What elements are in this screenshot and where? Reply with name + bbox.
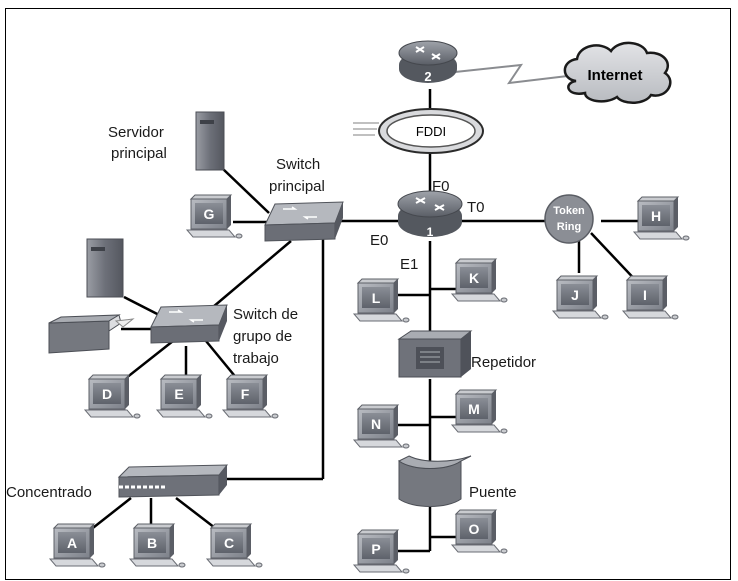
pc-n-icon: N	[352, 404, 410, 449]
network-diagram: Internet 2 FDDI 1 F0 T0 E0 E1 Token Ring…	[6, 40, 690, 574]
iface-e1-label: E1	[400, 256, 418, 273]
pc-f-icon: F	[221, 374, 279, 419]
pc-e-label: E	[174, 386, 183, 402]
pc-n-label: N	[371, 416, 381, 432]
pc-o-label: O	[469, 521, 480, 537]
main-server-icon	[195, 111, 225, 171]
pc-f-label: F	[241, 386, 250, 402]
iface-f0-label: F0	[432, 178, 450, 195]
router-1-icon	[397, 190, 463, 237]
link-hub-a	[88, 497, 132, 532]
hub-label: Concentrado	[6, 484, 92, 501]
main-switch-icon	[264, 201, 344, 242]
computers: A B C D E F G H I J K L M N O P	[48, 194, 690, 574]
pc-a-icon: A	[48, 523, 106, 568]
link-switch-workgroup	[212, 240, 292, 308]
pc-h-label: H	[651, 208, 661, 224]
main-switch-label-2: principal	[269, 178, 325, 195]
workgroup-switch-icon	[150, 304, 228, 344]
main-server-label-1: Servidor	[108, 124, 164, 141]
main-server-label-2: principal	[111, 145, 167, 162]
pc-m-label: M	[468, 401, 480, 417]
link-server-switch	[222, 168, 270, 214]
iface-e0-label: E0	[370, 232, 388, 249]
pc-l-label: L	[372, 290, 381, 306]
repeater-label: Repetidor	[471, 354, 536, 371]
wan-link	[454, 63, 577, 85]
workgroup-switch-label-3: trabajo	[233, 350, 279, 367]
router-1-label: 1	[427, 225, 434, 239]
bridge-icon	[398, 455, 472, 507]
pc-j-label: J	[571, 287, 579, 303]
pc-h-icon: H	[632, 196, 690, 241]
pc-k-icon: K	[450, 258, 508, 303]
token-ring-label-2: Ring	[557, 221, 581, 233]
pc-d-label: D	[102, 386, 112, 402]
pc-c-icon: C	[205, 523, 263, 568]
router-2-label: 2	[424, 69, 431, 84]
pc-k-label: K	[469, 270, 479, 286]
pc-i-label: I	[643, 287, 647, 303]
pc-g-label: G	[204, 206, 215, 222]
pc-j-icon: J	[551, 275, 609, 320]
link-hub-c	[175, 497, 220, 532]
iface-t0-label: T0	[467, 199, 485, 216]
main-switch-label-1: Switch	[276, 156, 320, 173]
router-2-icon	[398, 40, 458, 83]
pc-g-icon: G	[185, 194, 243, 239]
repeater-icon	[397, 330, 473, 378]
internet-label: Internet	[587, 67, 642, 84]
workgroup-switch-label-1: Switch de	[233, 306, 298, 323]
pc-e-icon: E	[155, 374, 213, 419]
pc-p-icon: P	[352, 529, 410, 574]
pc-p-label: P	[371, 541, 380, 557]
diagram-frame: Internet 2 FDDI 1 F0 T0 E0 E1 Token Ring…	[5, 8, 731, 580]
workgroup-switch-label-2: grupo de	[233, 328, 292, 345]
hub-icon	[117, 464, 229, 498]
pc-b-icon: B	[128, 523, 186, 568]
fddi-label: FDDI	[416, 124, 446, 139]
pc-a-label: A	[67, 535, 77, 551]
pc-c-label: C	[224, 535, 234, 551]
printer-icon	[48, 314, 135, 354]
fddi-ring-icon	[353, 108, 484, 154]
internet-cloud-icon	[563, 41, 672, 104]
pc-i-icon: I	[621, 275, 679, 320]
pc-o-icon: O	[450, 509, 508, 554]
workgroup-server-icon	[86, 238, 124, 298]
token-ring-label-1: Token	[553, 205, 585, 217]
pc-d-icon: D	[83, 374, 141, 419]
pc-m-icon: M	[450, 389, 508, 434]
bridge-label: Puente	[469, 484, 517, 501]
token-ring-icon	[544, 194, 594, 244]
pc-l-icon: L	[352, 278, 410, 323]
pc-b-label: B	[147, 535, 157, 551]
